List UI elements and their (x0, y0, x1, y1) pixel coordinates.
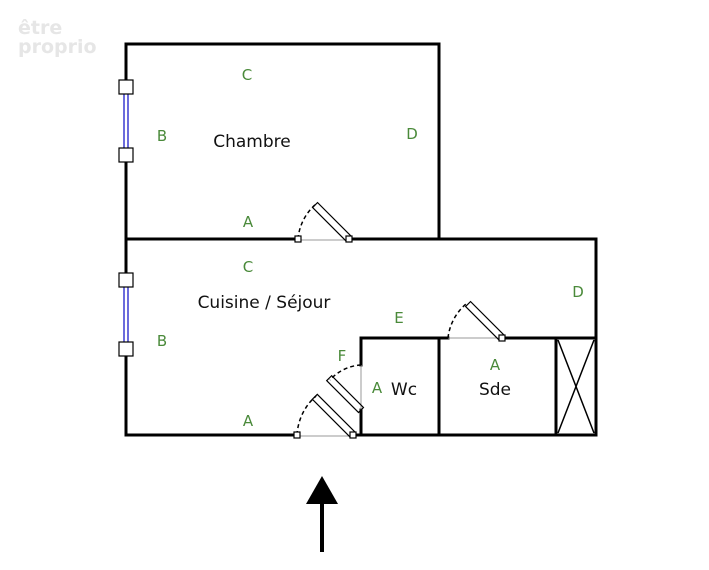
logo-line1: être (18, 17, 62, 39)
wall-letter-sejour-b: B (157, 332, 167, 350)
wall-letter-sejour-e: E (394, 309, 403, 327)
arrow-up-icon (306, 476, 338, 552)
x-box-icon (557, 339, 595, 434)
wet-rooms-walls (359, 336, 598, 437)
wall-letter-sejour-c: C (243, 258, 253, 276)
door-chambre (294, 201, 353, 243)
window-sejour (118, 272, 134, 357)
door-wc (325, 364, 365, 414)
wall-letter-sde-a: A (490, 356, 501, 374)
room-label-chambre: Chambre (213, 132, 291, 152)
wall-letter-wc-a: A (372, 379, 383, 397)
logo: être proprio (18, 17, 97, 58)
room-label-sejour: Cuisine / Séjour (198, 293, 331, 313)
door-sde (447, 300, 506, 342)
wall-letter-sejour-a: A (243, 412, 254, 430)
wall-letter-chambre-b: B (157, 127, 167, 145)
room-label-sde: Sde (479, 380, 511, 400)
window-chambre (118, 79, 134, 163)
logo-line2: proprio (18, 36, 97, 58)
room-label-wc: Wc (391, 380, 417, 400)
wall-letter-sejour-d: D (572, 283, 584, 301)
wall-letter-sejour-f: F (338, 347, 347, 365)
door-entrance (293, 393, 357, 439)
wall-letter-chambre-a: A (243, 213, 254, 231)
chambre-walls (124, 42, 441, 241)
wall-letter-chambre-d: D (406, 125, 418, 143)
wall-letter-chambre-c: C (242, 66, 252, 84)
